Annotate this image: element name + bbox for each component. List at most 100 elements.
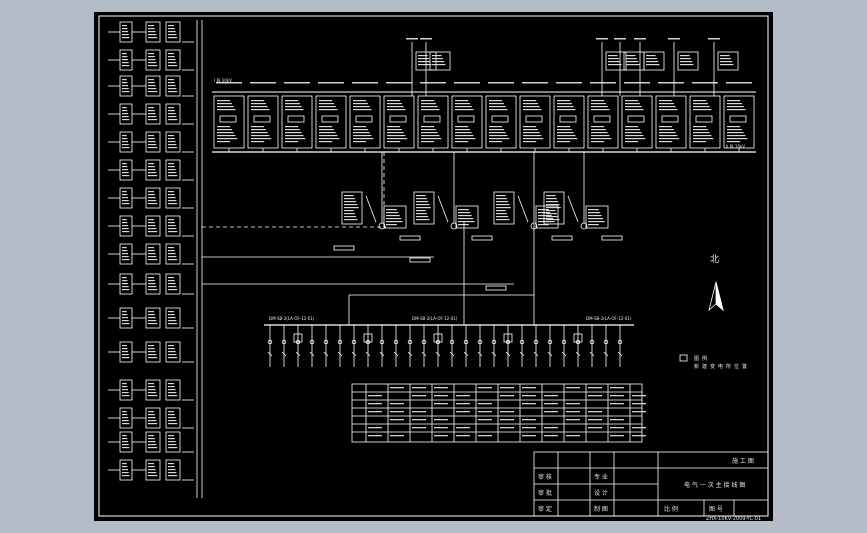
- switchgear-cell: [655, 82, 687, 152]
- cad-text: [168, 383, 174, 385]
- switch-symbol: [435, 351, 441, 357]
- cad-text: [387, 129, 402, 131]
- cad-text: [148, 345, 154, 347]
- cad-text: [168, 323, 178, 325]
- breaker-symbol: [323, 339, 329, 345]
- cad-text: [352, 82, 378, 84]
- cad-text: [610, 419, 624, 421]
- cad-text: [148, 256, 157, 258]
- cad-text: [720, 58, 731, 60]
- cad-text: [319, 138, 340, 140]
- cad-text: [591, 109, 610, 111]
- cad-text: [387, 132, 404, 134]
- cad-text: [693, 100, 707, 102]
- cad-text: [523, 109, 542, 111]
- cad-text: [478, 403, 492, 405]
- cad-text: [454, 82, 480, 84]
- cad-text: [489, 106, 506, 108]
- disconnect: [365, 195, 377, 223]
- left-panel: [108, 273, 194, 295]
- cad-text: [421, 100, 435, 102]
- cad-text: [168, 351, 176, 353]
- cad-text: [632, 427, 646, 429]
- table-border: [351, 383, 643, 443]
- switchgear-cell: [553, 82, 585, 152]
- cad-text: [217, 109, 236, 111]
- cad-text: [168, 280, 175, 282]
- lower-feeder: [351, 325, 357, 367]
- cad-text: [168, 166, 175, 168]
- cad-text: [251, 138, 272, 140]
- cad-text: [168, 463, 174, 465]
- lower-feeder: [363, 325, 373, 367]
- cad-text: [434, 387, 448, 389]
- cad-text: [412, 387, 426, 389]
- cad-text: [456, 395, 470, 397]
- cell-breaker: [627, 115, 645, 123]
- cad-text: [588, 395, 602, 397]
- cad-text: [556, 82, 582, 84]
- cad-text: [693, 106, 710, 108]
- cad-text: [368, 403, 382, 405]
- cad-text: [148, 417, 156, 419]
- cad-text: [148, 34, 157, 36]
- cad-text: [168, 197, 176, 199]
- cad-text: [148, 463, 154, 465]
- cad-text: [168, 191, 174, 193]
- breaker-symbol: [561, 339, 567, 345]
- cad-text: [122, 141, 129, 143]
- transformer-box: [585, 205, 609, 229]
- cad-text: [538, 218, 554, 220]
- cad-text: [168, 444, 177, 446]
- cad-text: [523, 106, 540, 108]
- cad-text: [416, 216, 429, 218]
- cad-text: [319, 135, 338, 137]
- switch-symbol: [603, 351, 609, 357]
- single-line-diagram: 图 例 新 建 变 电 所 位 置 北: [98, 15, 769, 517]
- cad-text: [251, 132, 268, 134]
- switch-symbol: [463, 351, 469, 357]
- cad-text: [168, 113, 176, 115]
- cad-text: [122, 53, 127, 55]
- cad-text: [168, 88, 177, 90]
- bus-label-upper-right: II 段 10kV: [726, 144, 746, 149]
- cad-text: [122, 386, 128, 388]
- cad-text: [522, 82, 548, 84]
- cad-text: [591, 106, 608, 108]
- cell-breaker: [695, 115, 713, 123]
- cad-text: [496, 210, 506, 212]
- cad-text: [122, 256, 129, 258]
- cad-text: [148, 357, 158, 359]
- lower-feeder: [293, 325, 303, 367]
- cad-text: [557, 126, 571, 128]
- cad-text: [148, 203, 158, 205]
- cad-text: [727, 100, 741, 102]
- cad-text: [458, 221, 475, 223]
- cad-text: [418, 58, 429, 60]
- cad-text: [632, 435, 646, 437]
- cad-text: [500, 427, 514, 429]
- cad-text: [168, 56, 175, 58]
- north-arrow-icon: [708, 281, 724, 312]
- cad-text: [659, 129, 674, 131]
- cad-text: [148, 444, 157, 446]
- cad-text: [122, 414, 128, 416]
- cad-text: [591, 126, 605, 128]
- cad-text: [122, 91, 130, 93]
- cad-text: [122, 435, 127, 437]
- cad-text: [148, 447, 158, 449]
- cad-text: [488, 82, 514, 84]
- cad-text: [659, 109, 678, 111]
- cad-text: [500, 419, 514, 421]
- panel-box: [165, 49, 181, 71]
- cad-text: [251, 106, 268, 108]
- breaker-symbol: [267, 339, 273, 345]
- cad-text: [416, 210, 426, 212]
- breaker-symbol: [617, 339, 623, 345]
- switchgear-cell: [281, 82, 313, 152]
- cad-text: [386, 82, 412, 84]
- feeder-box: [293, 333, 303, 343]
- cad-text: [588, 218, 604, 220]
- cad-text: [557, 141, 571, 143]
- tb-r2c2: 制 图: [594, 506, 608, 513]
